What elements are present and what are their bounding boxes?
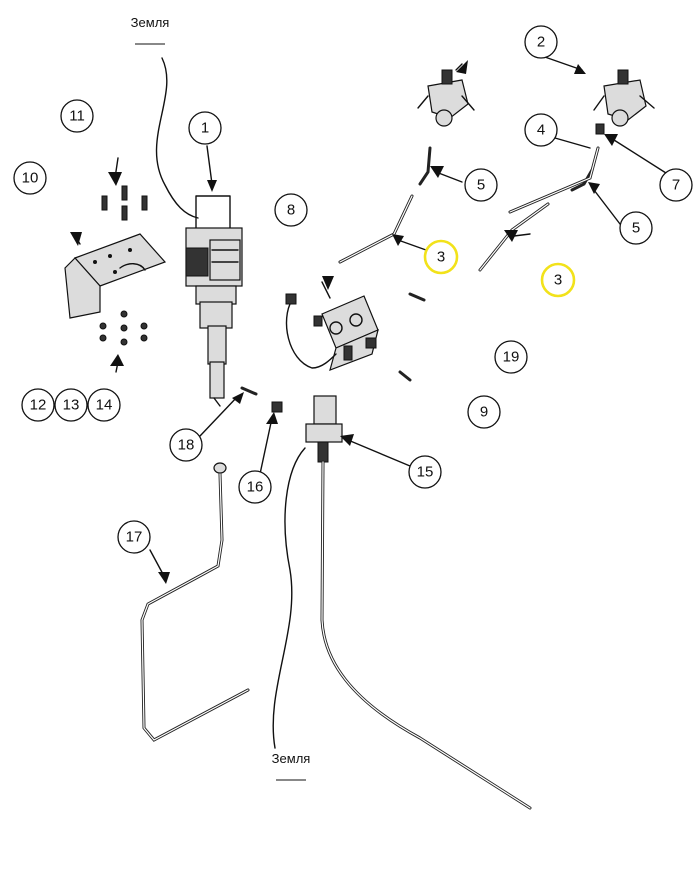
callout-14-label: 14 xyxy=(96,397,113,414)
fitting-small-b xyxy=(398,370,412,382)
callout-11-label: 11 xyxy=(69,108,85,125)
callout-7: 7 xyxy=(659,168,693,202)
callout-11: 11 xyxy=(60,99,94,133)
ground-label-bottom: Земля xyxy=(272,751,311,766)
callout-3a-label: 3 xyxy=(437,249,445,266)
ground-label-top: Земля xyxy=(131,15,170,30)
callout-1-label: 1 xyxy=(201,120,209,137)
hose-a xyxy=(338,194,414,264)
callout-9-label: 9 xyxy=(480,404,488,421)
callout-2: 2 xyxy=(524,25,558,59)
dispense-gun xyxy=(305,395,343,463)
suction-tube xyxy=(140,462,250,742)
swivel-fitting-a xyxy=(418,146,432,186)
callout-7-label: 7 xyxy=(672,177,680,194)
callout-15-label: 15 xyxy=(417,464,434,481)
callout-19: 19 xyxy=(494,340,528,374)
callout-19-label: 19 xyxy=(503,349,520,366)
callout-4: 4 xyxy=(524,113,558,147)
callout-12: 12 xyxy=(21,388,55,422)
callout-3a: 3 xyxy=(423,239,459,275)
callout-13-label: 13 xyxy=(63,397,80,414)
bracket-bolts-top xyxy=(101,185,148,221)
callout-17-label: 17 xyxy=(126,529,143,546)
callout-2-label: 2 xyxy=(537,34,545,51)
fitting-18 xyxy=(240,386,258,396)
mounting-bracket xyxy=(64,233,167,319)
fitting-small-a xyxy=(408,292,426,302)
spray-gun-b xyxy=(593,69,655,127)
callout-3b: 3 xyxy=(540,262,576,298)
swivel-fitting-b xyxy=(570,168,594,192)
callout-3b-label: 3 xyxy=(554,272,562,289)
ground-wire-top xyxy=(155,57,199,219)
callout-12-label: 12 xyxy=(30,397,47,414)
callout-10-label: 10 xyxy=(22,170,39,187)
callout-10: 10 xyxy=(13,161,47,195)
callout-1: 1 xyxy=(188,111,222,145)
feed-fitting xyxy=(285,293,297,305)
callout-16-label: 16 xyxy=(247,479,264,496)
callout-5b-label: 5 xyxy=(632,220,640,237)
callout-8-label: 8 xyxy=(287,202,295,219)
callout-9: 9 xyxy=(467,395,501,429)
callout-13: 13 xyxy=(54,388,88,422)
callout-18-label: 18 xyxy=(178,437,195,454)
callout-15: 15 xyxy=(408,455,442,489)
callout-5a-label: 5 xyxy=(477,177,485,194)
callout-5b: 5 xyxy=(619,211,653,245)
bracket-fasteners-bottom xyxy=(99,310,148,346)
callout-5a: 5 xyxy=(464,168,498,202)
manifold-feed-hose xyxy=(285,299,337,369)
callout-4-label: 4 xyxy=(537,122,545,139)
manifold-block xyxy=(313,295,379,371)
callout-16: 16 xyxy=(238,470,272,504)
callout-18: 18 xyxy=(169,428,203,462)
fitting-7 xyxy=(595,123,605,135)
fitting-16 xyxy=(271,401,283,413)
callout-8: 8 xyxy=(274,193,308,227)
pump-assembly xyxy=(185,195,243,407)
dispense-wand xyxy=(320,460,532,810)
spray-gun-a xyxy=(417,69,475,127)
callout-14: 14 xyxy=(87,388,121,422)
callout-17: 17 xyxy=(117,520,151,554)
tube xyxy=(508,146,600,214)
ground-wire-bottom xyxy=(272,447,306,749)
